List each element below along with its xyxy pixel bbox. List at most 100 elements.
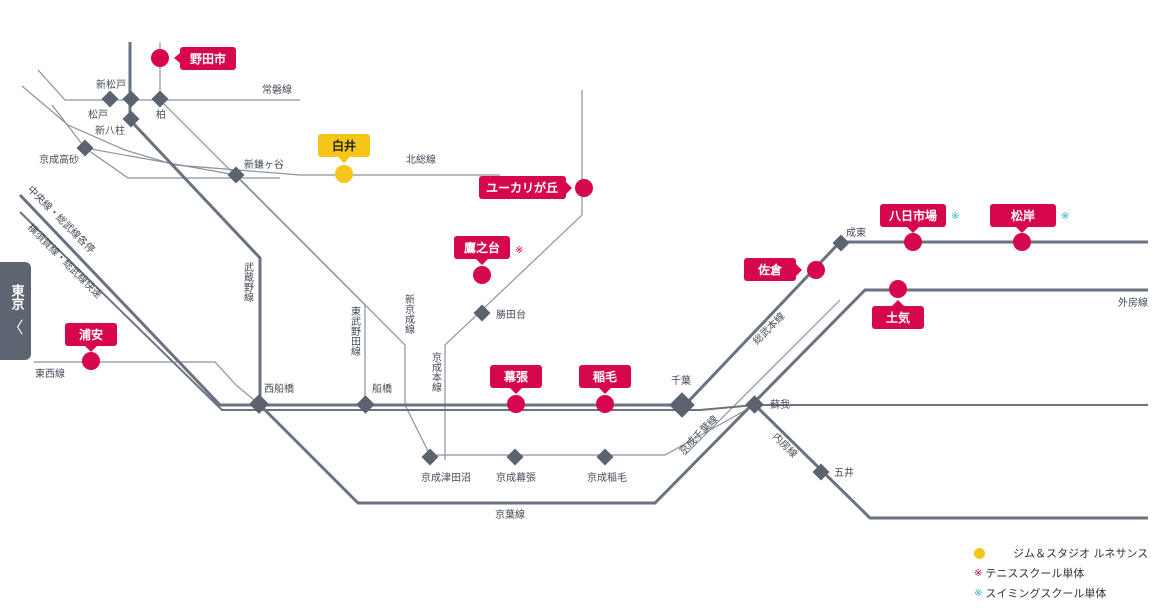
musashino-line	[128, 42, 262, 405]
keisei-chiba-line-label: 京成千葉線	[676, 413, 721, 458]
chuo-sobu-line-label: 中央線・総武線各停	[25, 183, 98, 256]
svg-text:松岸: 松岸	[1011, 208, 1035, 223]
tozai-line-label: 東西線	[35, 367, 65, 380]
keiyo-line-label: 京葉線	[495, 508, 525, 521]
station-node-funabashi	[356, 395, 375, 414]
station-node-naruto	[832, 234, 850, 252]
svg-text:稲毛: 稲毛	[593, 369, 617, 384]
club-badge-matsugishi[interactable]: 松岸	[990, 204, 1056, 233]
swim-mark-matsugishi: ※	[1061, 211, 1069, 222]
club-dot-urayasu[interactable]	[82, 352, 100, 370]
club-badge-toke[interactable]: 土気	[872, 300, 924, 329]
club-badge-noda[interactable]: 野田市	[174, 47, 236, 70]
keisei-chiba-line	[684, 299, 841, 456]
club-dot-takanodai[interactable]	[473, 266, 491, 284]
club-badge-makuhari[interactable]: 幕張	[490, 365, 542, 394]
station-node-kashiwa	[151, 90, 169, 108]
tozai-line	[34, 361, 261, 406]
tobu-noda-link	[51, 104, 237, 176]
swim-mark-icon: ※	[974, 587, 983, 599]
legend-swim-label: スイミングスクール単体	[985, 587, 1107, 600]
station-node-keisei-tsudanuma	[421, 448, 439, 466]
legend-tennis: ※ テニススクール単体	[974, 563, 1148, 583]
station-label-shin-matsudo: 新松戸	[96, 78, 126, 91]
station-node-katsutadai	[473, 304, 491, 322]
sotobo-line-label: 外房線	[1118, 296, 1148, 309]
keisei-main-line-label: 京成本線	[430, 351, 442, 392]
club-badge-urayasu[interactable]: 浦安	[65, 323, 117, 352]
station-label-katsutadai: 勝田台	[496, 308, 526, 321]
legend-gym: ジム＆スタジオ ルネサンス	[974, 543, 1148, 563]
club-dot-shiroi[interactable]	[335, 165, 353, 183]
tennis-mark-takanodai: ※	[515, 245, 523, 256]
station-label-kashiwa: 柏	[156, 108, 166, 121]
shin-keisei-line	[235, 174, 431, 456]
club-dot-yukarigaoka[interactable]	[575, 179, 593, 197]
club-badges[interactable]: 野田市 白井 ユーカリが丘 鷹之台 ※ 浦安	[65, 47, 1069, 394]
club-badge-shiroi[interactable]: 白井	[318, 134, 370, 163]
shin-keisei-line-label: 新京成線	[403, 293, 415, 334]
club-badge-inage[interactable]: 稲毛	[579, 365, 631, 394]
station-label-soga: 蘇我	[770, 398, 790, 411]
hokuso-line-label: 北総線	[406, 153, 436, 166]
joban-line	[37, 69, 300, 101]
svg-text:白井: 白井	[332, 138, 356, 153]
club-dot-matsugishi[interactable]	[1013, 233, 1031, 251]
station-node-nishi-funabashi	[249, 394, 269, 414]
station-node-goi	[812, 463, 830, 481]
station-label-keisei-takasago: 京成高砂	[39, 153, 79, 166]
club-dot-sakura[interactable]	[807, 261, 825, 279]
station-node-shin-matsudo	[101, 90, 119, 108]
swim-mark-yokaichiba: ※	[951, 211, 959, 222]
svg-text:野田市: 野田市	[190, 51, 226, 66]
tokyo-tab-button[interactable]: 東京 〈	[0, 262, 31, 360]
legend: ジム＆スタジオ ルネサンス ※ テニススクール単体 ※ スイミングスクール単体	[974, 543, 1148, 603]
keiyo-line	[258, 288, 1148, 505]
tokyo-tab-label: 東京	[8, 284, 24, 310]
station-label-keisei-inage: 京成稲毛	[587, 471, 627, 484]
station-label-shin-yahashira: 新八柱	[95, 124, 125, 137]
club-dot-toke[interactable]	[889, 280, 907, 298]
club-badge-sakura[interactable]: 佐倉	[744, 258, 802, 281]
club-dot-inage[interactable]	[596, 395, 614, 413]
station-label-keisei-makuhari: 京成幕張	[496, 471, 536, 484]
station-label-chiba: 千葉	[671, 374, 691, 387]
legend-swim: ※ スイミングスクール単体	[974, 583, 1148, 603]
joban-line-label: 常磐線	[262, 83, 292, 96]
club-markers[interactable]	[82, 49, 1031, 413]
svg-text:八日市場: 八日市場	[888, 208, 937, 223]
legend-gym-label: ジム＆スタジオ ルネサンス	[1013, 547, 1149, 560]
club-dot-yokaichiba[interactable]	[904, 233, 922, 251]
station-label-keisei-tsudanuma: 京成津田沼	[421, 471, 471, 484]
legend-tennis-label: テニススクール単体	[985, 567, 1085, 580]
station-node-keisei-inage	[596, 448, 614, 466]
yokosuka-sobu-line-label: 横須賀線・総武線快速	[25, 221, 105, 301]
station-label-goi: 五井	[834, 466, 854, 479]
svg-text:ユーカリが丘: ユーカリが丘	[486, 180, 558, 195]
tobu-noda-line	[159, 42, 366, 405]
club-dot-noda[interactable]	[151, 49, 169, 67]
svg-text:佐倉: 佐倉	[757, 262, 783, 277]
station-node-keisei-makuhari	[506, 448, 524, 466]
musashino-line-label: 武蔵野線	[242, 261, 254, 302]
station-labels: 新松戸 松戸 新八柱 柏 京成高砂 新鎌ヶ谷 勝田台 西船橋 船橋 千葉 蘇我 …	[39, 78, 866, 484]
club-badge-takanodai[interactable]: 鷹之台	[454, 236, 510, 265]
svg-text:幕張: 幕張	[503, 369, 529, 384]
station-nodes	[76, 90, 850, 481]
station-label-nishi-funabashi: 西船橋	[264, 382, 294, 395]
thick-lines	[18, 42, 1148, 520]
club-badge-yokaichiba[interactable]: 八日市場	[880, 204, 946, 233]
keisei-base-line	[84, 147, 280, 179]
keisei-tsudanuma-link	[430, 404, 756, 456]
station-node-matsudo	[122, 90, 140, 108]
station-label-funabashi: 船橋	[372, 382, 392, 395]
station-label-matsudo: 松戸	[88, 108, 108, 121]
club-badge-yukarigaoka[interactable]: ユーカリが丘	[479, 176, 572, 199]
station-node-shin-yahashira	[122, 110, 140, 128]
club-dot-makuhari[interactable]	[507, 395, 525, 413]
station-label-naruto: 成東	[846, 226, 866, 239]
uchibo-line	[753, 403, 1148, 520]
tennis-mark-icon: ※	[974, 567, 983, 579]
keisei-main-line	[444, 90, 583, 460]
